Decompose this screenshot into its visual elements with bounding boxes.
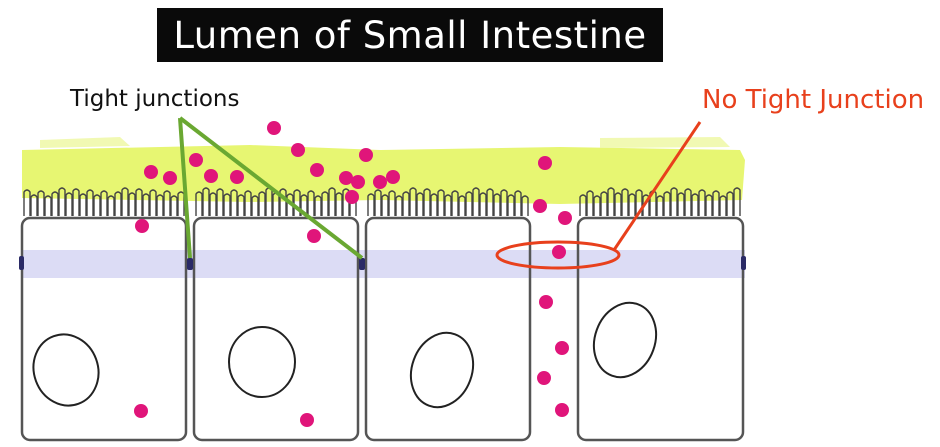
particle [351, 175, 365, 189]
nucleus-2 [229, 327, 295, 397]
particle [555, 341, 569, 355]
particle [539, 295, 553, 309]
particle [307, 229, 321, 243]
nuclei [24, 294, 667, 416]
particle [373, 175, 387, 189]
tight-junctions-label: Tight junctions [70, 86, 239, 112]
particle [555, 403, 569, 417]
particle [386, 170, 400, 184]
particle [552, 245, 566, 259]
nucleus-3 [401, 324, 483, 416]
no-tight-junction-label: No Tight Junction [702, 85, 924, 115]
particle [339, 171, 353, 185]
particle [230, 170, 244, 184]
particle [144, 165, 158, 179]
particle [300, 413, 314, 427]
particle [163, 171, 177, 185]
particle [538, 156, 552, 170]
microvillus [45, 196, 51, 216]
particle [310, 163, 324, 177]
particle [533, 199, 547, 213]
particle [189, 153, 203, 167]
particle [291, 143, 305, 157]
particle [204, 169, 218, 183]
particle [345, 190, 359, 204]
particle [134, 404, 148, 418]
nucleus-4 [584, 294, 666, 386]
particle [359, 148, 373, 162]
particle [135, 219, 149, 233]
junction-band [22, 250, 745, 278]
particle [558, 211, 572, 225]
particle [267, 121, 281, 135]
title-banner: Lumen of Small Intestine [157, 8, 663, 62]
nucleus-1 [24, 325, 109, 415]
particle [537, 371, 551, 385]
page-title: Lumen of Small Intestine [173, 14, 646, 57]
